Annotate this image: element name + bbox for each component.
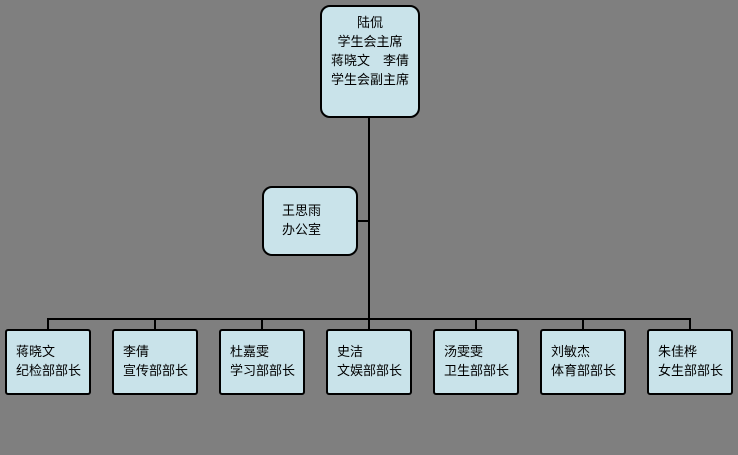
connector-stub (154, 320, 156, 329)
connector-stub (47, 320, 49, 329)
connector-stub (475, 320, 477, 329)
leaf-name: 杜嘉雯 (230, 345, 270, 360)
leaf-node-study: 杜嘉雯 学习部部长 (219, 329, 305, 395)
connector-assistant (358, 220, 370, 222)
leaf-title: 宣传部部长 (123, 364, 189, 379)
leaf-node-entertainment: 史洁 文娱部部长 (326, 329, 412, 395)
root-name: 陆侃 (356, 16, 383, 31)
leaf-title: 学习部部长 (230, 364, 296, 379)
root-vice-title: 学生会副主席 (330, 73, 409, 88)
assistant-node-office: 王思雨 办公室 (262, 186, 358, 256)
leaf-title: 女生部部长 (658, 364, 724, 379)
connector-stub (261, 320, 263, 329)
connector-stub (582, 320, 584, 329)
connector-rail (47, 318, 691, 320)
leaf-node-publicity: 李倩 宣传部部长 (112, 329, 198, 395)
leaf-title: 卫生部部长 (444, 364, 510, 379)
leaf-name: 蒋晓文 (16, 345, 56, 360)
root-vice-names: 蒋晓文 李倩 (330, 54, 409, 69)
leaf-name: 刘敏杰 (551, 345, 591, 360)
leaf-title: 纪检部部长 (16, 364, 82, 379)
leaf-node-girls: 朱佳桦 女生部部长 (647, 329, 733, 395)
assistant-dept: 办公室 (282, 223, 322, 238)
leaf-name: 史洁 (337, 345, 364, 360)
leaf-name: 李倩 (123, 345, 150, 360)
root-node-president: 陆侃 学生会主席 蒋晓文 李倩 学生会副主席 (320, 5, 420, 118)
leaf-node-hygiene: 汤雯雯 卫生部部长 (433, 329, 519, 395)
leaf-name: 朱佳桦 (658, 345, 698, 360)
assistant-name: 王思雨 (282, 204, 322, 219)
leaf-node-discipline: 蒋晓文 纪检部部长 (5, 329, 91, 395)
leaf-node-sports: 刘敏杰 体育部部长 (540, 329, 626, 395)
leaf-title: 体育部部长 (551, 364, 617, 379)
leaf-name: 汤雯雯 (444, 345, 484, 360)
connector-trunk (368, 118, 370, 320)
connector-stub (368, 320, 370, 329)
root-title: 学生会主席 (337, 35, 403, 50)
leaf-title: 文娱部部长 (337, 364, 403, 379)
connector-stub (689, 320, 691, 329)
